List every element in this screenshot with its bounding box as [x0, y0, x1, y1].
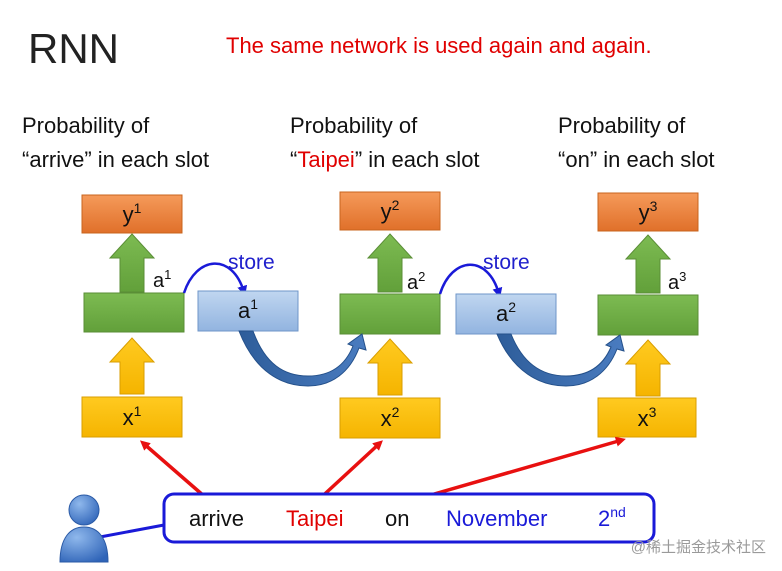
green-up-arrow-3: [624, 234, 672, 294]
hidden-label-2: a2: [407, 269, 425, 294]
page-subtitle: The same network is used again and again…: [226, 33, 652, 58]
speech-bubble-pointer: [99, 523, 165, 539]
probability-word: arrive: [29, 147, 84, 172]
word-taipei: Taipei: [286, 506, 343, 531]
probability-label-2: Probability of “Taipei” in each slot: [290, 113, 480, 172]
hidden-label-3: a3: [668, 269, 686, 294]
word-november: November: [446, 506, 547, 531]
input-box-2: x2: [339, 397, 441, 439]
store-label-2: store: [483, 251, 530, 274]
svg-text:y3: y3: [639, 198, 658, 225]
recurrent-arrow-2: [496, 333, 625, 387]
svg-text:“Taipei” in each slot: “Taipei” in each slot: [290, 147, 480, 172]
hidden-label-1: a1: [153, 267, 171, 292]
watermark: @稀土掘金技术社区: [631, 539, 766, 556]
svg-text:“on” in each slot: “on” in each slot: [558, 147, 715, 172]
svg-text:x2: x2: [381, 404, 400, 431]
output-box-3: y3: [597, 192, 699, 232]
svg-text:x3: x3: [638, 404, 657, 431]
hidden-layer-box-1: [83, 292, 185, 333]
word-on: on: [385, 506, 409, 531]
probability-word: Taipei: [297, 147, 354, 172]
probability-prefix: Probability of: [290, 113, 418, 138]
probability-label-3: Probability of “on” in each slot: [558, 113, 715, 172]
store-arrow-1: [182, 262, 248, 296]
output-box-1: y1: [81, 194, 183, 234]
svg-text:y1: y1: [123, 200, 142, 227]
svg-text:x1: x1: [123, 403, 142, 430]
svg-text:a2: a2: [496, 299, 516, 326]
store-arrow-2: [438, 263, 503, 298]
probability-label-1: Probability of “arrive” in each slot: [22, 113, 209, 172]
probability-prefix: Probability of: [22, 113, 150, 138]
word-2nd: 2nd: [598, 504, 626, 531]
hidden-layer-box-2: [339, 293, 441, 335]
speech-bubble: [162, 492, 656, 544]
svg-text:“arrive” in each slot: “arrive” in each slot: [22, 147, 209, 172]
input-box-3: x3: [597, 397, 697, 438]
word-arrive: arrive: [189, 506, 244, 531]
memory-box-1: a1: [197, 290, 299, 332]
memory-box-2: a2: [455, 293, 557, 335]
green-up-arrow-1: [108, 233, 156, 293]
yellow-up-arrow-1: [108, 337, 156, 395]
green-up-arrow-2: [366, 233, 414, 293]
recurrent-arrow-1: [238, 330, 367, 387]
probability-prefix: Probability of: [558, 113, 686, 138]
store-label-1: store: [228, 251, 275, 274]
sentence: arrive Taipei on November 2nd: [189, 504, 626, 531]
input-box-1: x1: [81, 396, 183, 438]
page-title: RNN: [28, 25, 119, 72]
output-box-2: y2: [339, 191, 441, 231]
hidden-layer-box-3: [597, 294, 699, 336]
svg-text:a1: a1: [238, 296, 258, 323]
probability-word: on: [565, 147, 589, 172]
yellow-up-arrow-2: [366, 338, 414, 396]
svg-text:y2: y2: [381, 197, 400, 224]
yellow-up-arrow-3: [624, 339, 672, 397]
person-icon: [59, 494, 109, 563]
